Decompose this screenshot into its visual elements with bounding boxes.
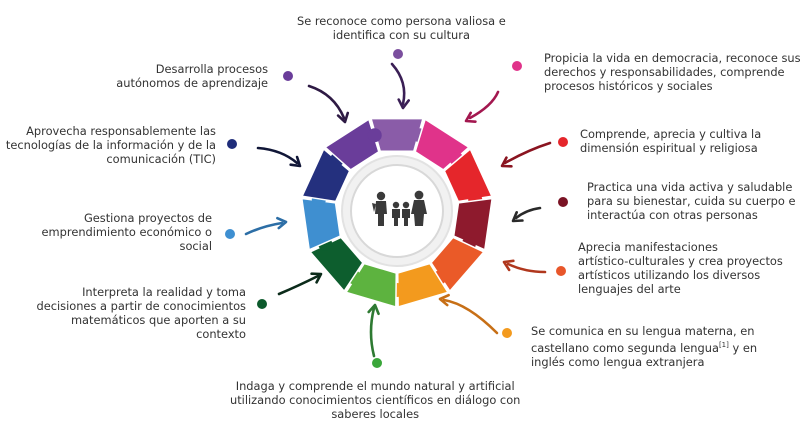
arrow-head [310,272,323,284]
family-icon [372,190,427,226]
puzzle-piece [308,236,364,293]
arrow-head [289,155,302,168]
puzzle-piece [443,147,493,203]
outcome-top-dot [393,49,403,59]
arrow-line [506,262,547,274]
outcome-espiritual-dot [558,137,568,147]
arrow-head [367,303,380,316]
puzzle-piece [300,197,342,251]
arrow-line [256,146,299,165]
outcome-matematica-dot [257,299,267,309]
outcome-vida-activa-dot [558,197,568,207]
arrow-line [277,274,320,296]
puzzle-piece [323,118,380,171]
outcome-tic-dot [227,139,237,149]
arrow-line [468,90,500,120]
arrows-layer [244,62,552,358]
arrow-head [511,211,524,223]
outcome-ciencia-dot [372,358,382,368]
arrow-line [514,206,542,220]
puzzle-piece [452,197,494,251]
arrow-line [442,298,499,335]
arrow-line [244,221,284,236]
puzzle-knob [367,128,382,143]
arrow-line [307,84,346,120]
arrow-head [397,98,410,110]
arrow-head [336,111,350,124]
outcome-autonomos-dot [283,71,293,81]
arrow-head [502,259,515,272]
outcome-arte-dot [556,266,566,276]
arrow-head [276,216,288,230]
arrow-head [500,156,513,168]
outcome-lengua-label: Se comunica en su lengua materna, en cas… [531,324,758,369]
puzzle-piece [396,262,450,308]
outcome-ciencia-label: Indaga y comprende el mundo natural y ar… [230,379,521,421]
outcome-emprendimiento-dot [225,229,235,239]
outcome-lengua-dot [502,328,512,338]
arrow-line [503,141,552,165]
outcome-democracia-dot [512,61,522,71]
arrow-head [464,111,477,123]
arrow-line [369,306,376,358]
puzzle-ring [300,117,494,308]
arrow-line [390,62,406,106]
outcome-democracia-label: Propicia la vida en democracia, reconoce… [544,51,800,93]
arrow-head [438,293,450,307]
